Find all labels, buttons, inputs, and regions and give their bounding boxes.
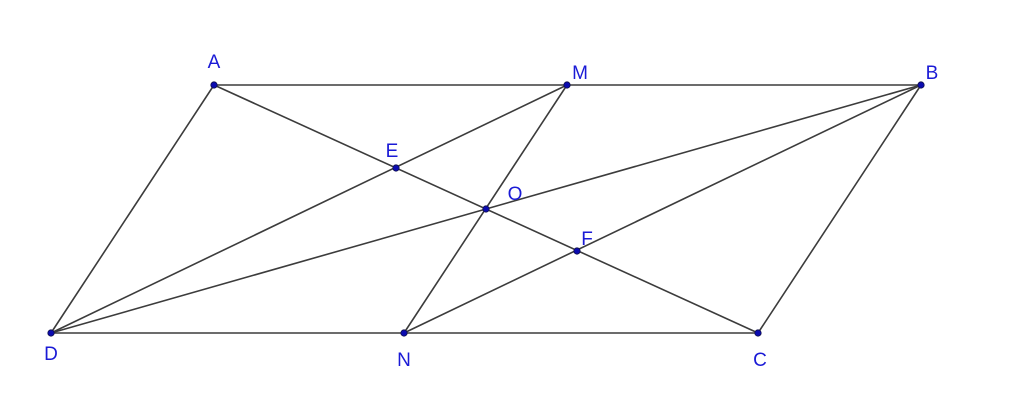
label-m: M bbox=[572, 63, 588, 84]
segment-ad bbox=[50, 84, 215, 334]
point-a bbox=[210, 81, 218, 89]
point-m bbox=[563, 81, 571, 89]
label-c: C bbox=[753, 350, 767, 371]
point-e bbox=[392, 164, 400, 172]
point-d bbox=[47, 329, 55, 337]
label-e: E bbox=[386, 141, 399, 162]
label-o: O bbox=[508, 184, 523, 205]
label-a: A bbox=[208, 52, 221, 73]
point-o bbox=[482, 205, 490, 213]
segment-nb bbox=[403, 84, 922, 334]
points-layer bbox=[47, 81, 925, 337]
label-n: N bbox=[397, 350, 411, 371]
label-b: B bbox=[926, 63, 939, 84]
label-d: D bbox=[44, 344, 58, 365]
segment-dm bbox=[50, 84, 568, 334]
point-c bbox=[754, 329, 762, 337]
segment-bc bbox=[757, 84, 922, 334]
point-f bbox=[573, 247, 581, 255]
point-b bbox=[917, 81, 925, 89]
labels-layer: A M B E O F D N C bbox=[44, 52, 938, 371]
point-n bbox=[400, 329, 408, 337]
label-f: F bbox=[581, 229, 593, 250]
